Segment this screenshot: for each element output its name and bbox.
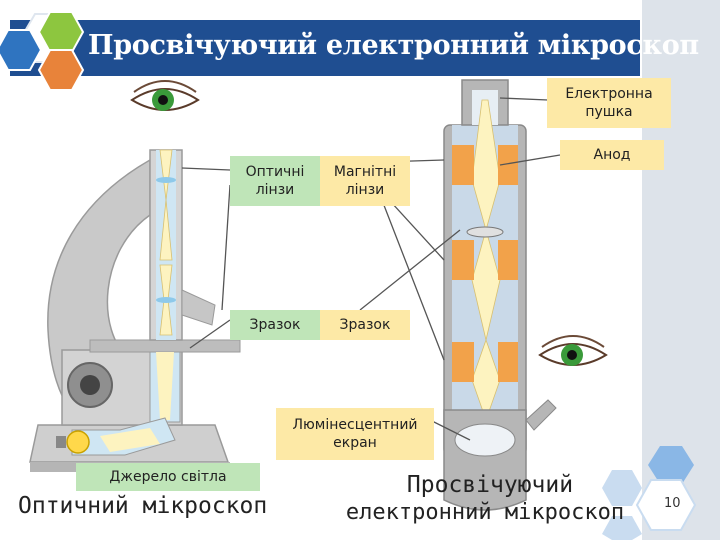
caption-optical-microscope: Оптичний мікроскоп xyxy=(18,493,268,519)
label-light-source: Джерело світла xyxy=(76,463,260,491)
label-magnetic-lenses: Магнітні лінзи xyxy=(320,156,410,206)
hex-blue-icon xyxy=(0,29,43,71)
pointer-lines xyxy=(181,97,561,441)
label-anode: Анод xyxy=(560,140,664,170)
electron-microscope-illustration xyxy=(443,79,557,511)
label-electron-gun: Електронна пушка xyxy=(547,78,671,128)
page-number: 10 xyxy=(664,496,681,511)
caption-electron-line1: Просвічуючий xyxy=(406,472,574,498)
hex-lightblue-icon xyxy=(602,470,642,506)
eye-icon xyxy=(538,335,608,366)
optical-microscope-illustration xyxy=(29,149,241,472)
eye-icon xyxy=(130,80,200,111)
hex-orange-icon xyxy=(37,49,85,91)
caption-electron-line2: електронний мікроскоп xyxy=(345,500,625,525)
label-sample-electron: Зразок xyxy=(320,310,410,340)
hex-green-icon xyxy=(37,11,85,53)
label-sample-optical: Зразок xyxy=(230,310,320,340)
page-title: Просвічуючий електронний мікроскоп xyxy=(88,30,699,61)
hex-lightblue-icon xyxy=(602,516,642,540)
hex-page-icon xyxy=(635,479,697,531)
hex-lightblue-icon xyxy=(648,446,694,484)
title-bar xyxy=(10,20,640,76)
label-optical-lenses: Оптичні лінзи xyxy=(230,156,320,206)
label-luminescent-screen: Люмінесцентний екран xyxy=(276,408,434,460)
